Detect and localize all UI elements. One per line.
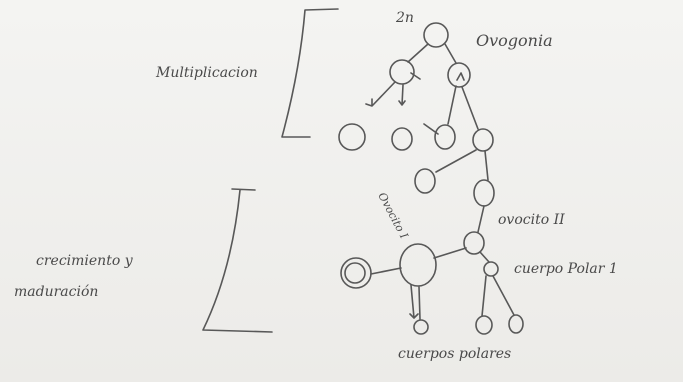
bracket-crecimiento (202, 188, 273, 333)
label-cuerpos-polares: cuerpos polares (398, 346, 511, 362)
label-multiplicacion: Multiplicacion (155, 65, 258, 81)
label-cuerpo-polar-1: cuerpo Polar 1 (514, 261, 618, 277)
label-maduracion: maduración (14, 284, 98, 300)
cell-l3-2 (391, 127, 413, 151)
ovocito-2-cell (399, 243, 437, 287)
polar-body-bottom-3 (508, 314, 524, 334)
cuerpo-polar-1-cell (483, 261, 499, 277)
cell-l3-3 (434, 124, 456, 150)
ovogonia-cell (423, 22, 449, 48)
cell-l2-right (447, 62, 471, 88)
cell-l2-left (389, 59, 415, 85)
large-cell-left-inner (344, 262, 366, 284)
cell-l3-4 (472, 128, 494, 152)
cell-l4-right (473, 179, 495, 207)
cell-l3-1 (338, 123, 366, 151)
label-crecimiento: crecimiento y (36, 253, 134, 269)
cell-l4-left (414, 168, 436, 194)
polar-body-bottom-1 (413, 319, 429, 335)
bracket-multiplicacion (281, 8, 339, 138)
connectors (365, 43, 515, 320)
label-ovocito-2: ovocito II (498, 212, 565, 228)
label-2n: 2n (395, 10, 414, 26)
ovocito-1-cell (463, 231, 485, 255)
large-cell-left (340, 257, 372, 289)
label-ovocito-1: Ovocito I (375, 190, 410, 241)
polar-body-bottom-2 (475, 315, 493, 335)
label-ovogonia: Ovogonia (476, 31, 553, 50)
